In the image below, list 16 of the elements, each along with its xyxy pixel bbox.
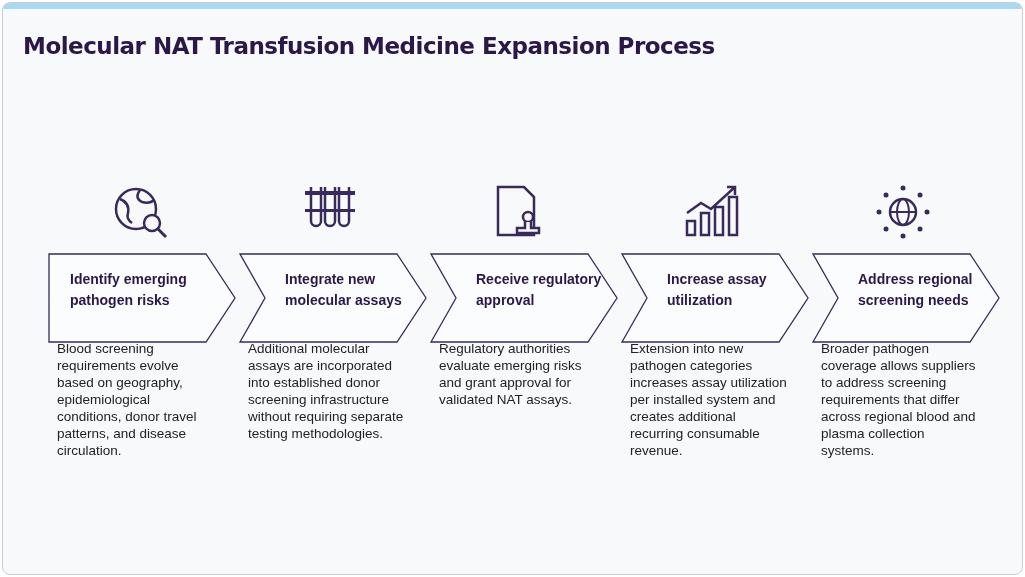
- step-description: Regulatory authorities evaluate emerging risks and grant approval for validated NAT assays.: [439, 340, 583, 408]
- process-step: [48, 253, 236, 343]
- step-label: Integrate new molecular assays: [285, 270, 403, 310]
- step-description: Broader pathogen coverage allows suppliers to address screening requirements that differ across regional blood and plasma collection systems.: [821, 340, 977, 459]
- title: Molecular NAT Transfusion Medicine Expansion Process: [23, 33, 715, 59]
- step-description: Blood screening requirements evolve based on geography, epidemiological conditions, donor travel patterns, and disease circulation.: [57, 340, 198, 459]
- process-step: [621, 253, 809, 343]
- process-step: [430, 253, 618, 343]
- process-step: [239, 253, 427, 343]
- step-label: Receive regulatory approval: [476, 270, 603, 310]
- step-label: Increase assay utilization: [667, 270, 768, 310]
- step-label: Address regional screening needs: [858, 270, 974, 310]
- process-step: [812, 253, 1000, 343]
- step-description: Extension into new pathogen categories increases assay utilization per installed system and creates additional recurring consumable revenue.: [630, 340, 788, 459]
- step-description: Additional molecular assays are incorporated into established donor screening infrastructure without requiring separate testing methodologies.: [248, 340, 405, 442]
- step-label: Identify emerging pathogen risks: [70, 270, 188, 310]
